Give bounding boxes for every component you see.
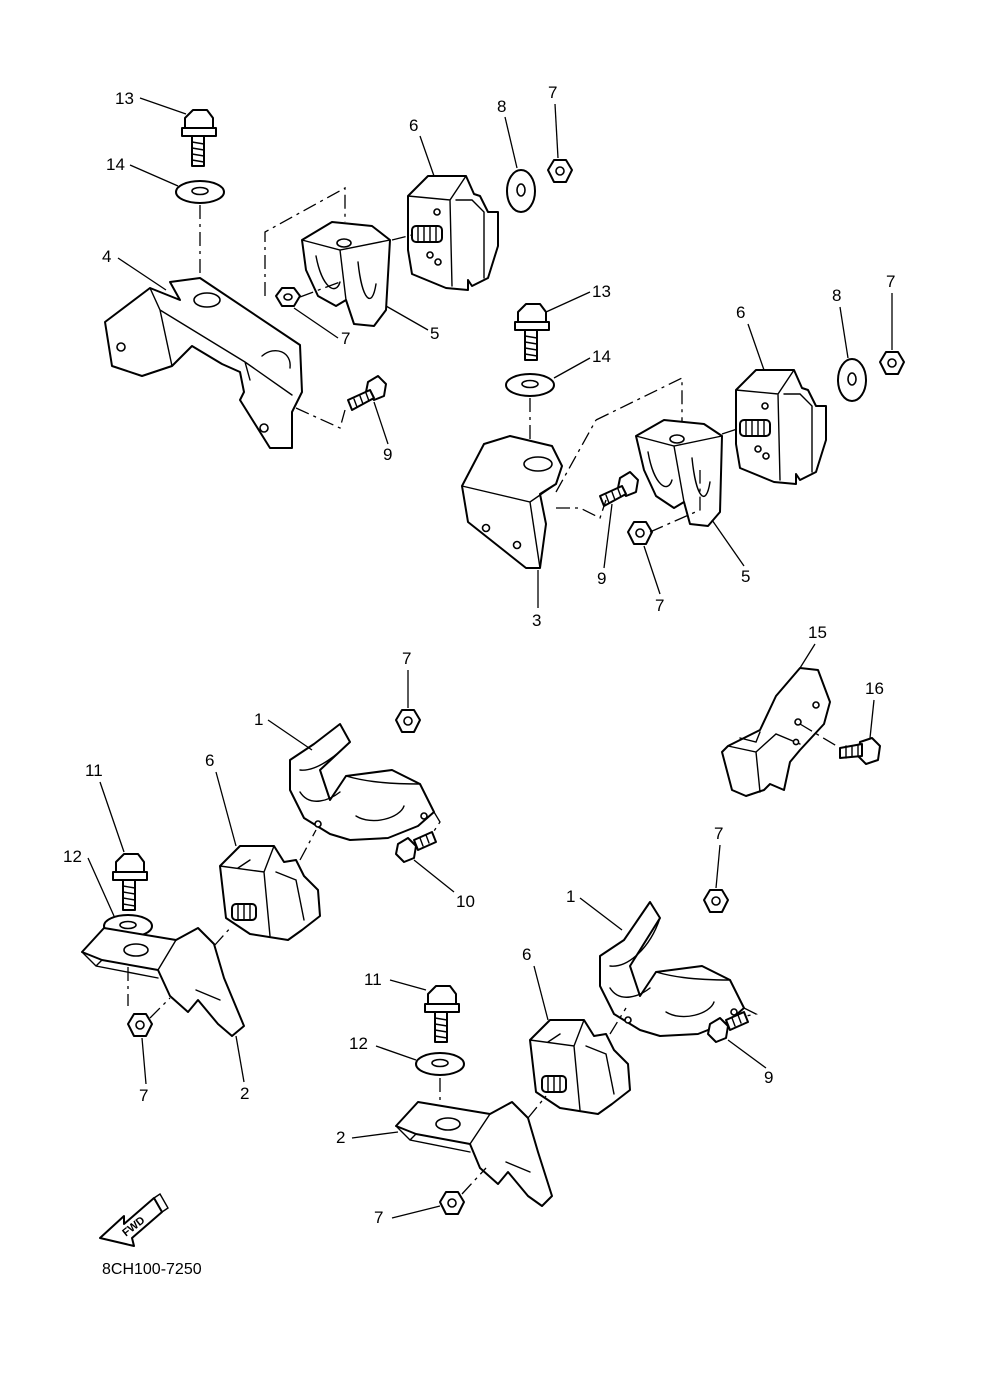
washer-12-lower-right (415, 1052, 465, 1076)
nut-7-upper-left-a (275, 287, 301, 307)
callout-9: 9 (764, 1068, 773, 1087)
callout-7: 7 (402, 649, 411, 668)
callout-16: 16 (865, 679, 884, 698)
washer-14-upper-right (505, 373, 555, 397)
callout-15: 15 (808, 623, 827, 642)
callout-7: 7 (374, 1208, 383, 1227)
mount-bracket-1-lower-right (599, 901, 745, 1037)
callout-7: 7 (341, 329, 350, 348)
mount-bracket-5-upper-right (635, 419, 723, 527)
washer-8-upper-right (837, 358, 867, 402)
callout-5: 5 (430, 324, 439, 343)
callout-12: 12 (63, 847, 82, 866)
callout-14: 14 (106, 155, 125, 174)
bracket-3 (461, 435, 563, 569)
callout-6: 6 (522, 945, 531, 964)
callout-13: 13 (592, 282, 611, 301)
callout-2: 2 (240, 1084, 249, 1103)
nut-7-lower-left-a (395, 709, 421, 733)
callout-9: 9 (597, 569, 606, 588)
washer-8-upper-left (506, 169, 536, 213)
bolt-13-upper-left (181, 109, 217, 167)
callout-7: 7 (655, 596, 664, 615)
callout-7: 7 (886, 272, 895, 291)
callout-5: 5 (741, 567, 750, 586)
nut-7-lower-left-b (127, 1013, 153, 1037)
bolt-11-lower-left (112, 853, 148, 911)
callout-8: 8 (832, 286, 841, 305)
bolt-9-upper-left (347, 375, 387, 411)
rubber-mount-6-lower-right (529, 1019, 631, 1115)
bracket-2-lower-right (395, 1101, 553, 1207)
callout-1: 1 (566, 887, 575, 906)
fwd-arrow-icon: FWD (99, 1193, 169, 1247)
stud-upper-right (739, 419, 771, 437)
callout-13: 13 (115, 89, 134, 108)
callout-6: 6 (736, 303, 745, 322)
callout-6: 6 (409, 116, 418, 135)
nut-7-upper-left-b (547, 159, 573, 183)
callout-8: 8 (497, 97, 506, 116)
washer-14-upper-left (175, 180, 225, 204)
stud-upper-left (411, 225, 443, 243)
bracket-2-lower-left (81, 927, 245, 1037)
bolt-9-lower-right (707, 1011, 749, 1043)
nut-7-lower-right-b (439, 1191, 465, 1215)
mount-bracket-5-upper-left (301, 221, 391, 327)
callout-4: 4 (102, 247, 111, 266)
diagram-code: 8CH100-7250 (102, 1261, 202, 1278)
bolt-16 (839, 737, 881, 765)
stud-lower-right (541, 1075, 567, 1093)
bolt-10 (395, 831, 437, 863)
callout-11: 11 (364, 970, 382, 989)
rubber-mount-6-upper-right (735, 369, 827, 485)
stud-lower-left (231, 903, 257, 921)
callout-6: 6 (205, 751, 214, 770)
callout-1: 1 (254, 710, 263, 729)
callout-10: 10 (456, 892, 475, 911)
callout-3: 3 (532, 611, 541, 630)
bolt-11-lower-right (424, 985, 460, 1043)
callout-7: 7 (714, 824, 723, 843)
callout-2: 2 (336, 1128, 345, 1147)
nut-7-upper-right-b (627, 521, 653, 545)
callout-12: 12 (349, 1034, 368, 1053)
callout-7: 7 (548, 83, 557, 102)
bracket-4 (104, 277, 303, 449)
callout-7: 7 (139, 1086, 148, 1105)
callout-9: 9 (383, 445, 392, 464)
callout-11: 11 (85, 761, 103, 780)
bolt-13-upper-right (514, 303, 550, 361)
nut-7-lower-right-a (703, 889, 729, 913)
bolt-9-upper-right (599, 471, 639, 507)
callout-14: 14 (592, 347, 611, 366)
mount-bracket-1-lower-left (289, 723, 435, 841)
mount-15 (721, 667, 831, 797)
rubber-mount-6-lower-left (219, 845, 321, 941)
nut-7-upper-right-a (879, 351, 905, 375)
